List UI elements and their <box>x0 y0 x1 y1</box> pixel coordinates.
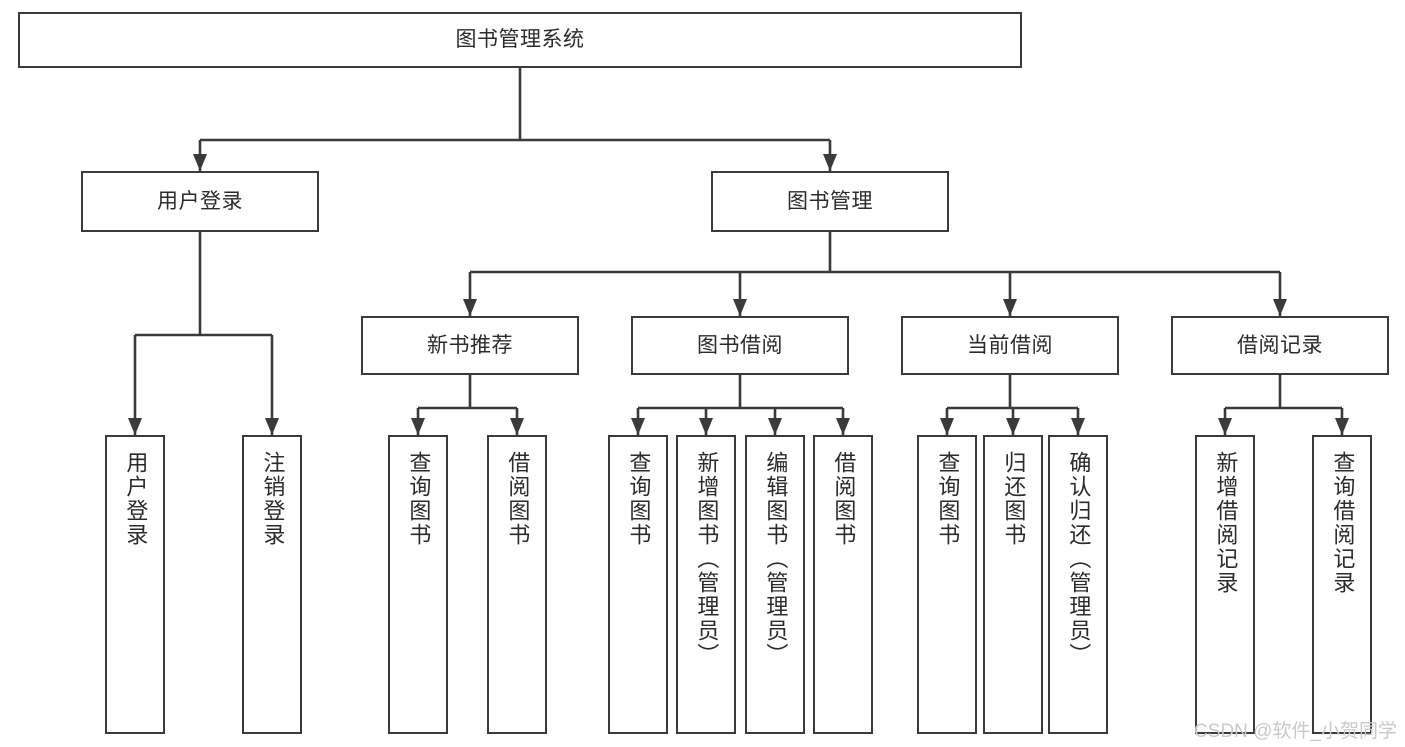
node-label: 查询图书 <box>935 451 961 547</box>
arrowhead-icon <box>699 418 713 435</box>
arrowhead-icon <box>128 418 142 435</box>
node-bookmgmt[interactable]: 图书管理 <box>711 171 949 232</box>
node-label: 新书推荐 <box>427 333 513 357</box>
node-label: 新增借阅记录 <box>1213 451 1239 595</box>
node-root[interactable]: 图书管理系统 <box>18 12 1022 68</box>
arrowhead-icon <box>463 299 477 316</box>
arrowhead-icon <box>193 154 207 171</box>
node-label: 图书借阅 <box>697 333 783 357</box>
arrowhead-icon <box>1273 299 1287 316</box>
arrowhead-icon <box>836 418 850 435</box>
node-label: 归还图书 <box>1001 451 1027 547</box>
node-label: 借阅图书 <box>831 451 857 547</box>
node-label: 借阅记录 <box>1237 333 1323 357</box>
arrowhead-icon <box>1335 418 1349 435</box>
arrowhead-icon <box>1071 418 1085 435</box>
arrowhead-icon <box>411 418 425 435</box>
node-leaf-add-record[interactable]: 新增借阅记录 <box>1195 435 1255 734</box>
node-newbook[interactable]: 新书推荐 <box>361 316 579 375</box>
node-leaf-query-book-2[interactable]: 查询图书 <box>608 435 668 734</box>
node-label: 查询图书 <box>626 451 652 547</box>
node-leaf-return-book[interactable]: 归还图书 <box>983 435 1043 734</box>
node-leaf-confirm-return[interactable]: 确认归还（管理员） <box>1048 435 1108 734</box>
arrowhead-icon <box>733 299 747 316</box>
node-borrow[interactable]: 图书借阅 <box>631 316 849 375</box>
node-label: 图书管理 <box>787 189 873 213</box>
node-leaf-add-book[interactable]: 新增图书（管理员） <box>676 435 736 734</box>
node-label: 图书管理系统 <box>455 28 585 52</box>
node-label: 新增图书（管理员） <box>694 451 720 667</box>
node-leaf-query-book-3[interactable]: 查询图书 <box>917 435 977 734</box>
node-leaf-query-book-1[interactable]: 查询图书 <box>388 435 448 734</box>
arrowhead-icon <box>1003 299 1017 316</box>
node-leaf-user-login[interactable]: 用户登录 <box>105 435 165 734</box>
node-current[interactable]: 当前借阅 <box>901 316 1119 375</box>
node-label: 查询图书 <box>406 451 432 547</box>
node-leaf-borrow-book-1[interactable]: 借阅图书 <box>487 435 547 734</box>
arrowhead-icon <box>823 154 837 171</box>
node-label: 注销登录 <box>260 451 286 547</box>
node-records[interactable]: 借阅记录 <box>1171 316 1389 375</box>
arrowhead-icon <box>940 418 954 435</box>
node-label: 编辑图书（管理员） <box>763 451 789 667</box>
arrowhead-icon <box>510 418 524 435</box>
node-label: 确认归还（管理员） <box>1066 451 1092 667</box>
arrowhead-icon <box>768 418 782 435</box>
node-leaf-logout[interactable]: 注销登录 <box>242 435 302 734</box>
node-label: 查询借阅记录 <box>1330 451 1356 595</box>
node-label: 用户登录 <box>123 451 149 547</box>
node-leaf-query-record[interactable]: 查询借阅记录 <box>1312 435 1372 734</box>
arrowhead-icon <box>1218 418 1232 435</box>
node-label: 当前借阅 <box>967 333 1053 357</box>
node-label: 用户登录 <box>157 189 243 213</box>
node-label: 借阅图书 <box>505 451 531 547</box>
node-leaf-borrow-book-2[interactable]: 借阅图书 <box>813 435 873 734</box>
node-leaf-edit-book[interactable]: 编辑图书（管理员） <box>745 435 805 734</box>
arrowhead-icon <box>1006 418 1020 435</box>
arrowhead-icon <box>631 418 645 435</box>
node-login[interactable]: 用户登录 <box>81 171 319 232</box>
watermark-text: CSDN @软件_小贺同学 <box>1194 721 1397 742</box>
arrowhead-icon <box>265 418 279 435</box>
